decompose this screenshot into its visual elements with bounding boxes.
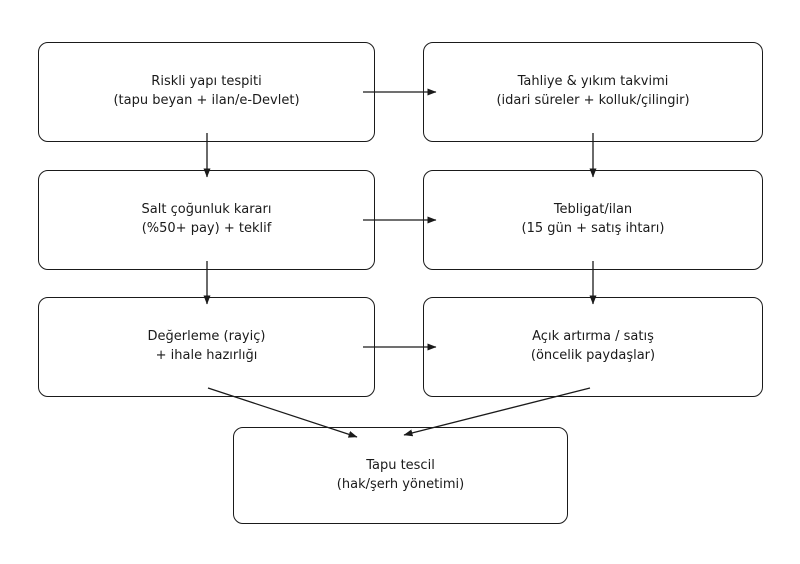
node-label-line: Değerleme (rayiç) [147, 329, 266, 345]
node-label-line: Tebligat/ilan [553, 202, 633, 218]
node-tebligat-ilan: Tebligat/ilan (15 gün + satış ihtarı) [423, 170, 763, 270]
node-salt-cogunluk-karari: Salt çoğunluk kararı (%50+ pay) + teklif [38, 170, 375, 270]
node-label-line: (%50+ pay) + teklif [141, 221, 272, 236]
node-label-line: Açık artırma / satış [532, 329, 654, 345]
node-label-line: Riskli yapı tespiti [151, 74, 262, 90]
node-label-line: (öncelik paydaşlar) [530, 348, 656, 363]
node-acik-artirma-satis: Açık artırma / satış (öncelik paydaşlar) [423, 297, 763, 397]
node-degerleme-rayic: Değerleme (rayiç) + ihale hazırlığı [38, 297, 375, 397]
node-label-line: Salt çoğunluk kararı [141, 202, 272, 218]
node-riskli-yapi-tespiti: Riskli yapı tespiti (tapu beyan + ilan/e… [38, 42, 375, 142]
node-label-line: (idari süreler + kolluk/çilingir) [496, 93, 690, 108]
node-label-line: Tahliye & yıkım takvimi [517, 74, 669, 90]
node-label-line: Tapu tescil [366, 457, 435, 473]
node-label-line: (hak/şerh yönetimi) [336, 476, 465, 492]
node-tahliye-yikim-takvimi: Tahliye & yıkım takvimi (idari süreler +… [423, 42, 763, 142]
node-tapu-tescil: Tapu tescil (hak/şerh yönetimi) [233, 427, 568, 524]
node-label-line: (15 gün + satış ihtarı) [521, 221, 665, 236]
node-label-line: + ihale hazırlığı [155, 348, 258, 363]
node-label-line: (tapu beyan + ilan/e-Devlet) [113, 93, 300, 108]
